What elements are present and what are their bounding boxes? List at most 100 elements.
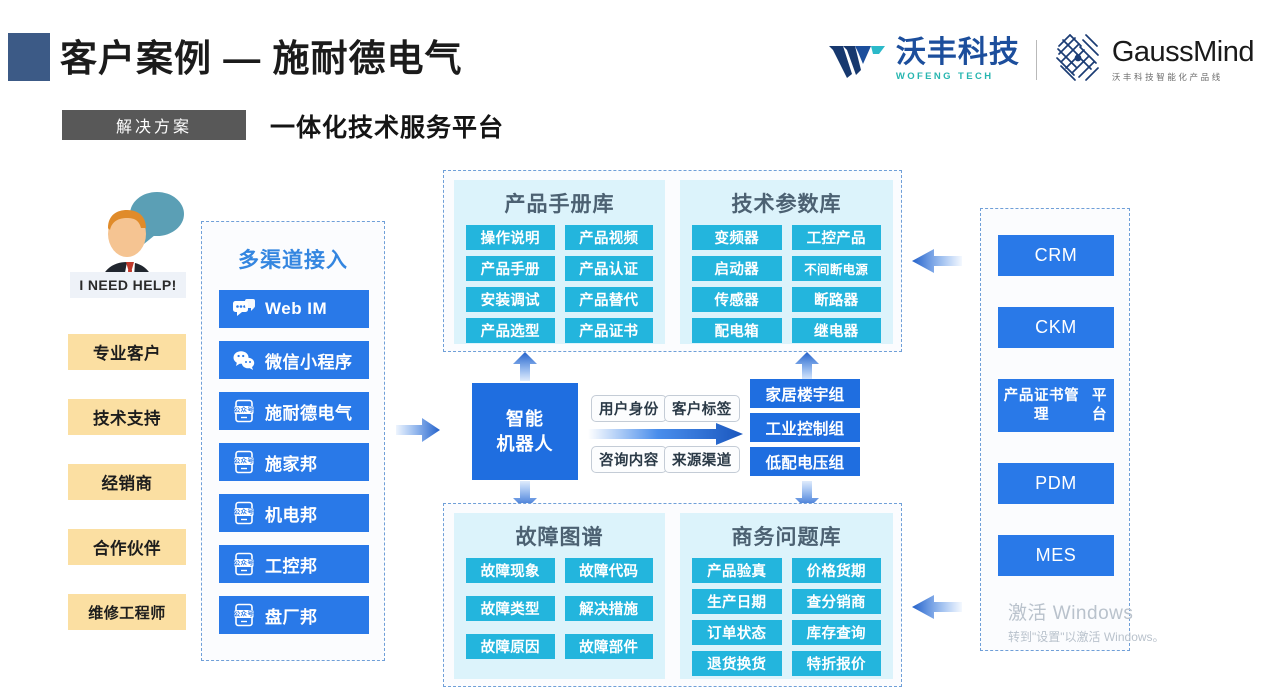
channel-label: 施家邦	[265, 454, 318, 474]
kb-chip[interactable]: 特折报价	[791, 651, 881, 676]
kb-chip[interactable]: 安装调试	[466, 287, 555, 312]
header-accent-square	[8, 33, 50, 81]
kb-chip[interactable]: 启动器	[692, 256, 782, 281]
gaussmind-node-icon	[1053, 33, 1103, 87]
kb-chip[interactable]: 故障类型	[466, 596, 555, 621]
channel-label: 微信小程序	[265, 352, 353, 372]
logo-divider	[1035, 40, 1037, 80]
customer-chip-repair-engineer[interactable]: 维修工程师	[68, 594, 186, 630]
customer-chip-partner[interactable]: 合作伙伴	[68, 529, 186, 565]
channel-label: 工控邦	[265, 556, 318, 576]
kb-chip[interactable]: 解决措施	[564, 596, 653, 621]
kb-chip[interactable]: 故障现象	[466, 558, 555, 583]
kb-chip[interactable]: 断路器	[791, 287, 881, 312]
customer-type-list: 专业客户 技术支持 经销商 合作伙伴 维修工程师	[68, 334, 186, 659]
kb-chip[interactable]: 配电箱	[692, 318, 782, 343]
multichannel-title: 多渠道接入	[238, 249, 348, 272]
channel-item-gongkongbang[interactable]: 公众号 工控邦	[219, 545, 369, 583]
page-title: 客户案例 — 施耐德电气	[60, 38, 463, 79]
channel-label: 施耐德电气	[265, 403, 353, 423]
tag-source-channel[interactable]: 来源渠道	[664, 446, 740, 473]
tag-customer-label[interactable]: 客户标签	[664, 395, 740, 422]
wofeng-w-icon	[827, 42, 889, 82]
left-arrow-icon	[912, 591, 962, 628]
wofeng-logo-cn: 沃丰科技	[895, 36, 1020, 69]
group-chip-industrial-control[interactable]: 工业控制组	[750, 413, 860, 442]
kb-chip[interactable]: 退货换货	[692, 651, 782, 676]
tag-inquiry-content[interactable]: 咨询内容	[591, 446, 667, 473]
channel-item-shijiabang[interactable]: 公众号 施家邦	[219, 443, 369, 481]
official-account-icon: 公众号	[232, 501, 256, 525]
system-chip-certificate-platform[interactable]: 产品证书管理 平台	[998, 379, 1114, 432]
robot-line1: 智能	[506, 409, 544, 430]
kb-chip[interactable]: 不间断电源	[791, 256, 881, 281]
group-chip-low-voltage[interactable]: 低配电压组	[750, 447, 860, 476]
kb-chip[interactable]: 产品手册	[466, 256, 555, 281]
gaussmind-logo: GaussMind 沃丰科技智能化产品线	[1053, 33, 1255, 87]
customer-chip-tech-support[interactable]: 技术支持	[68, 399, 186, 435]
card-title: 产品手册库	[504, 193, 615, 216]
channel-list: Web IM 微信小程序	[219, 290, 369, 647]
system-chip-ckm[interactable]: CKM	[998, 307, 1114, 348]
kb-chip[interactable]: 库存查询	[791, 620, 881, 645]
kb-chip[interactable]: 传感器	[692, 287, 782, 312]
customer-group-stack: 家居楼宇组 工业控制组 低配电压组	[750, 379, 860, 481]
tag-user-identity[interactable]: 用户身份	[591, 395, 667, 422]
kb-chip[interactable]: 产品验真	[692, 558, 782, 583]
gaussmind-logo-name: GaussMind	[1111, 35, 1255, 68]
kb-chip[interactable]: 产品选型	[466, 318, 555, 343]
card-title: 故障图谱	[515, 526, 604, 549]
gradient-right-arrow-icon	[588, 423, 743, 445]
chip-grid: 故障现象 故障代码 故障类型 解决措施 故障原因 故障部件	[454, 551, 665, 659]
system-chip-pdm[interactable]: PDM	[998, 463, 1114, 504]
channel-item-webim[interactable]: Web IM	[219, 290, 369, 328]
business-question-library-card: 商务问题库 产品验真 价格货期 生产日期 查分销商 订单状态 库存查询 退货换货…	[680, 513, 893, 679]
system-chip-line1: 产品证书管理	[1003, 388, 1080, 423]
official-account-icon: 公众号	[232, 399, 256, 423]
system-chip-crm[interactable]: CRM	[998, 235, 1114, 276]
kb-chip[interactable]: 变频器	[692, 225, 782, 250]
channel-item-wechat-miniprogram[interactable]: 微信小程序	[219, 341, 369, 379]
up-arrow-icon	[795, 352, 819, 387]
kb-chip[interactable]: 操作说明	[466, 225, 555, 250]
svg-text:公众号: 公众号	[234, 559, 254, 567]
need-help-label: I NEED HELP!	[70, 272, 186, 298]
channel-item-schneider[interactable]: 公众号 施耐德电气	[219, 392, 369, 430]
customer-chip-dealer[interactable]: 经销商	[68, 464, 186, 500]
channel-item-panchangbang[interactable]: 公众号 盘厂邦	[219, 596, 369, 634]
channel-item-jidianbang[interactable]: 公众号 机电邦	[219, 494, 369, 532]
kb-chip[interactable]: 继电器	[791, 318, 881, 343]
kb-chip[interactable]: 故障代码	[564, 558, 653, 583]
system-chip-line2: 平台	[1091, 388, 1108, 423]
fault-graph-card: 故障图谱 故障现象 故障代码 故障类型 解决措施 故障原因 故障部件	[454, 513, 665, 679]
kb-chip[interactable]: 产品认证	[564, 256, 653, 281]
kb-chip[interactable]: 订单状态	[692, 620, 782, 645]
chip-grid: 操作说明 产品视频 产品手册 产品认证 安装调试 产品替代 产品选型 产品证书	[454, 218, 665, 343]
kb-chip[interactable]: 查分销商	[791, 589, 881, 614]
kb-chip[interactable]: 产品视频	[564, 225, 653, 250]
group-chip-home-building[interactable]: 家居楼宇组	[750, 379, 860, 408]
kb-chip[interactable]: 价格货期	[791, 558, 881, 583]
intelligent-robot-node[interactable]: 智能 机器人	[472, 383, 578, 480]
solution-tag-badge: 解决方案	[62, 110, 246, 140]
svg-text:公众号: 公众号	[234, 406, 254, 414]
kb-chip[interactable]: 工控产品	[791, 225, 881, 250]
customer-chip-professional[interactable]: 专业客户	[68, 334, 186, 370]
channel-label: Web IM	[265, 299, 328, 318]
kb-chip[interactable]: 故障原因	[466, 634, 555, 659]
kb-chip[interactable]: 产品证书	[564, 318, 653, 343]
page-subtitle: 一体化技术服务平台	[270, 114, 505, 142]
kb-chip[interactable]: 故障部件	[564, 634, 653, 659]
wofeng-logo: 沃丰科技 WOFENG TECH	[827, 38, 1020, 82]
kb-chip[interactable]: 产品替代	[564, 287, 653, 312]
backend-systems-panel: CRM CKM 产品证书管理 平台 PDM MES	[980, 208, 1130, 651]
down-arrow-icon	[513, 481, 537, 516]
kb-chip[interactable]: 生产日期	[692, 589, 782, 614]
wechat-icon	[232, 348, 256, 372]
gaussmind-logo-sub: 沃丰科技智能化产品线	[1111, 71, 1223, 82]
svg-text:公众号: 公众号	[234, 457, 254, 465]
system-chip-mes[interactable]: MES	[998, 535, 1114, 576]
channel-label: 机电邦	[265, 505, 318, 525]
chat-bubbles-icon	[232, 297, 256, 321]
